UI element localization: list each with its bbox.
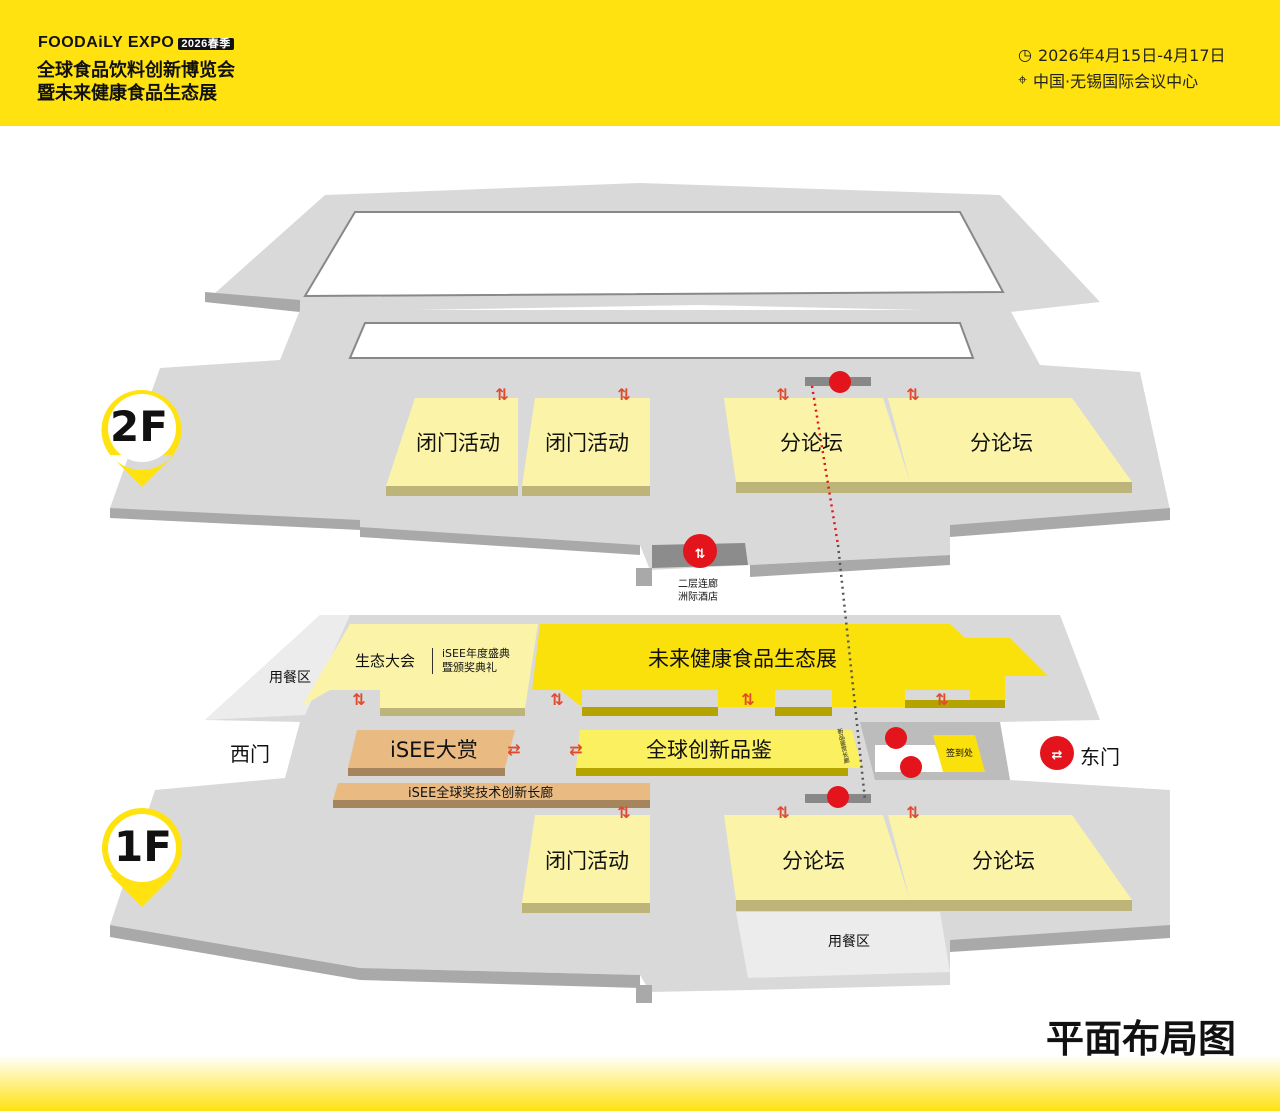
svg-text:⇅: ⇅ [617,803,630,822]
main-expo-hall[interactable]: 未来健康食品生态展 [648,647,837,671]
svg-text:⇅: ⇅ [935,690,948,709]
svg-text:⇅: ⇅ [550,690,563,709]
isee-gallery[interactable]: iSEE全球奖技术创新长廊 [408,786,554,801]
room-1f-closed[interactable]: 闭门活动 [545,849,629,873]
floor2-upper-ring [205,183,1100,312]
dining-west[interactable]: 用餐区 [269,670,311,686]
event-title: 全球食品饮料创新博览会 [37,60,235,81]
svg-text:⇄: ⇄ [507,740,520,759]
location-text: 中国·无锡国际会议中心 [1033,72,1199,91]
svg-text:⇅: ⇅ [776,803,789,822]
svg-text:⇅: ⇅ [776,385,789,404]
dining-south[interactable]: 用餐区 [828,934,870,950]
stair-arrows: ⇅ ⇅ ⇅ ⇅ ⇅ ⇅ ⇅ ⇅ ⇄ ⇄ ⇅ ⇅ ⇅ [352,385,948,822]
room-2f-closed-2[interactable]: 闭门活动 [545,431,629,455]
floor-badge-pins [101,390,182,907]
svg-text:⇅: ⇅ [352,690,365,709]
eco-conference[interactable]: 生态大会 [355,652,416,670]
date-text: 2026年4月15日-4月17日 [1037,46,1226,65]
svg-text:⇅: ⇅ [495,385,508,404]
route-line-1f [836,544,867,801]
corridor-label: 二层连廊 [678,579,718,590]
location-pin-icon: ⌖ [1018,70,1028,89]
svg-text:⇅: ⇅ [617,385,630,404]
svg-text:⇅: ⇅ [906,803,919,822]
isee-award-zone[interactable]: iSEE大赏 [390,738,478,762]
brand-tag: 2026春季 [178,38,234,50]
floor1-badge: 1F [114,822,172,871]
event-subtitle: 暨未来健康食品生态展 [37,83,217,104]
escalator-icons [683,371,1074,808]
floor2-rooms [386,377,1132,496]
innovation-tasting-zone[interactable]: 全球创新品鉴 [646,738,772,762]
room-2f-forum-2[interactable]: 分论坛 [970,431,1033,455]
svg-text:⇅: ⇅ [695,547,706,562]
floor2-badge: 2F [110,402,168,451]
east-gate[interactable]: 东门 [1080,745,1120,769]
isee-ceremony-1: iSEE年度盛典 [442,647,510,660]
event-date: ◷ 2026年4月15日-4月17日 [1018,42,1226,66]
footer-gradient [0,1055,1280,1111]
clock-icon: ◷ [1018,44,1032,64]
event-location: ⌖ 中国·无锡国际会议中心 [1018,68,1198,92]
registration-desk[interactable]: 签到处 [946,749,974,759]
room-1f-forum-1[interactable]: 分论坛 [782,849,845,873]
west-gate[interactable]: 西门 [230,742,270,766]
svg-text:⇅: ⇅ [906,385,919,404]
svg-text:⇄: ⇄ [1052,748,1063,763]
room-1f-forum-2[interactable]: 分论坛 [972,849,1035,873]
plan-title: 平面布局图 [1046,1017,1237,1061]
svg-text:⇄: ⇄ [569,740,582,759]
brand-name: FOODAiLY EXPO [38,34,175,51]
svg-text:⇅: ⇅ [741,690,754,709]
room-2f-closed-1[interactable]: 闭门活动 [416,431,500,455]
hotel-label: 洲际酒店 [678,592,718,603]
room-2f-forum-1[interactable]: 分论坛 [780,431,843,455]
isee-ceremony-2: 暨颁奖典礼 [442,661,497,674]
floor1-zones [302,624,1132,913]
